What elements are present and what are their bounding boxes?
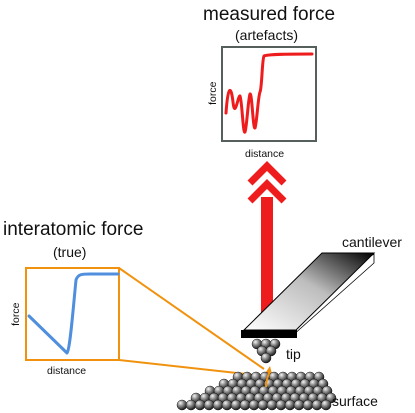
surface-atoms [176, 371, 337, 411]
surface-atom [185, 399, 197, 411]
measured-force-subtitle: (artefacts) [235, 27, 299, 43]
surface-atom [302, 399, 314, 411]
surface-label: surface [332, 393, 378, 409]
surface-atom [275, 399, 287, 411]
interatomic-x-label: distance [47, 365, 87, 377]
measured-x-label: distance [245, 148, 285, 160]
upward-arrow [247, 161, 287, 327]
surface-atom [221, 399, 233, 411]
surface-atom [257, 399, 269, 411]
measured-force-panel [221, 46, 317, 142]
surface-atom [203, 399, 215, 411]
surface-atom [293, 399, 305, 411]
surface-atom [311, 399, 323, 411]
tip-label: tip [286, 346, 301, 362]
measured-force-curve [224, 52, 314, 134]
surface-atom [239, 399, 251, 411]
interatomic-y-label: force [9, 302, 22, 326]
interatomic-force-panel [25, 267, 120, 361]
interatomic-force-title: interatomic force [3, 219, 144, 240]
zoom-connector [265, 370, 271, 388]
surface-atom [176, 399, 188, 411]
surface-atom [230, 399, 242, 411]
measured-plot-frame [221, 46, 317, 142]
measured-y-label: force [206, 81, 219, 105]
cantilever-label: cantilever [342, 234, 402, 250]
tip-spheres [251, 338, 281, 364]
surface-atom [248, 399, 260, 411]
surface-atom [266, 399, 278, 411]
surface-atom [212, 399, 224, 411]
interatomic-force-curve [27, 272, 120, 355]
measured-force-title: measured force [203, 4, 336, 25]
surface-atom [320, 399, 332, 411]
surface-atom [194, 399, 206, 411]
cantilever-beam [241, 252, 376, 338]
interatomic-force-subtitle: (true) [53, 244, 87, 260]
surface-atom [284, 399, 296, 411]
